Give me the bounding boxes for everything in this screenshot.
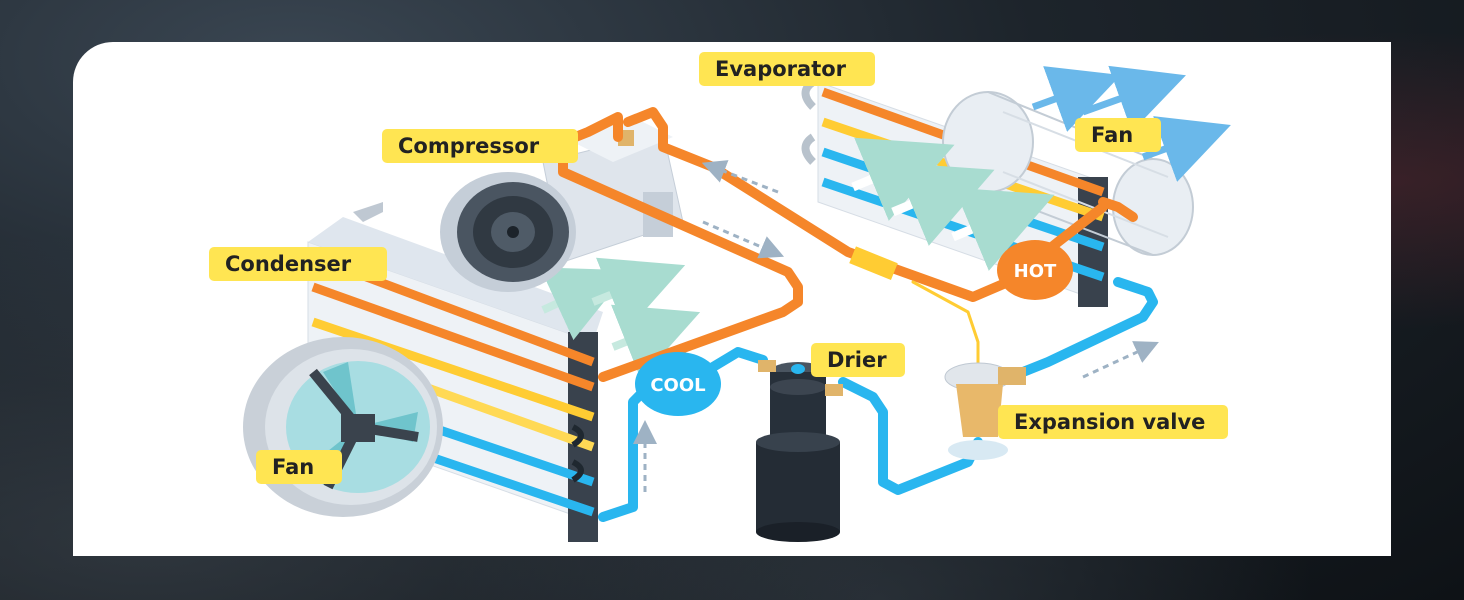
label-fan-evaporator: Fan [1075,118,1161,152]
hot-badge: HOT [997,240,1073,300]
label-compressor: Compressor [382,129,578,163]
drier-unit [756,360,843,542]
expansion-valve-unit [944,362,1026,460]
label-expansion-valve: Expansion valve [998,405,1228,439]
cold-air-output-arrows [1031,65,1231,182]
compressor-unit [440,117,684,292]
condenser-airflow-arrows [539,257,701,379]
label-fan-condenser: Fan [256,450,342,484]
cool-badge: COOL [635,352,721,416]
evaporator-airflow-arrows [851,137,1055,271]
condenser-fan [243,337,443,517]
label-drier: Drier [811,343,905,377]
label-evaporator: Evaporator [699,52,875,86]
ac-system-diagram: HOT COOL [243,65,1231,542]
flow-direction-arrows [633,160,1159,492]
cool-badge-text: COOL [650,375,705,396]
label-condenser: Condenser [209,247,387,281]
hot-badge-text: HOT [1014,261,1057,282]
diagram-card: HOT COOL Evaporator Compressor Fan Conde… [73,42,1391,556]
